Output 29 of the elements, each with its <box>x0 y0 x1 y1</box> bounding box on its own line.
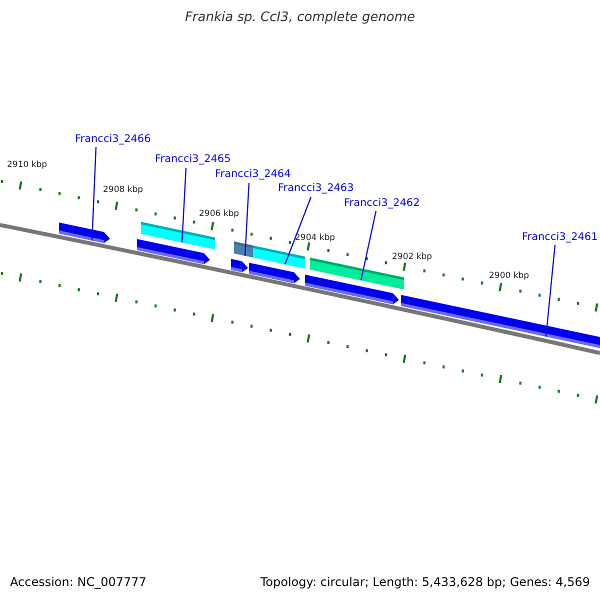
gene-label: Francci3_2461 <box>522 231 598 243</box>
gene-feature <box>249 262 300 284</box>
scale-label: 2906 kbp <box>199 209 240 219</box>
gene-feature <box>231 258 248 272</box>
leader-line <box>284 196 312 265</box>
gene-feature <box>310 258 404 290</box>
gene-feature <box>401 294 600 350</box>
gene-label: Francci3_2465 <box>155 153 231 165</box>
leader-line <box>181 168 187 243</box>
scale-label: 2908 kbp <box>103 185 144 195</box>
leader-line <box>91 146 97 240</box>
leader-line <box>360 210 377 281</box>
scale-label: 2900 kbp <box>489 271 530 281</box>
gene-feature <box>141 222 215 250</box>
gene-label: Francci3_2463 <box>278 182 354 194</box>
gene-feature <box>59 222 110 244</box>
gene-label: Francci3_2462 <box>344 197 420 209</box>
gene-feature <box>253 246 305 269</box>
scale-label: 2904 kbp <box>295 233 336 243</box>
footer-text: Accession: NC_007777 <box>10 575 146 589</box>
scale-label: 2910 kbp <box>7 160 48 170</box>
gene-label: Francci3_2466 <box>75 133 151 145</box>
footer-text: Topology: circular; Length: 5,433,628 bp; Genes: 4,569 <box>260 575 590 589</box>
leader-line <box>244 182 250 256</box>
scale-label: 2902 kbp <box>392 252 432 262</box>
gene-feature <box>234 242 253 258</box>
title: Frankia sp. CcI3, complete genome <box>184 10 416 25</box>
gene-label: Francci3_2464 <box>215 168 291 180</box>
leader-line <box>545 244 556 337</box>
